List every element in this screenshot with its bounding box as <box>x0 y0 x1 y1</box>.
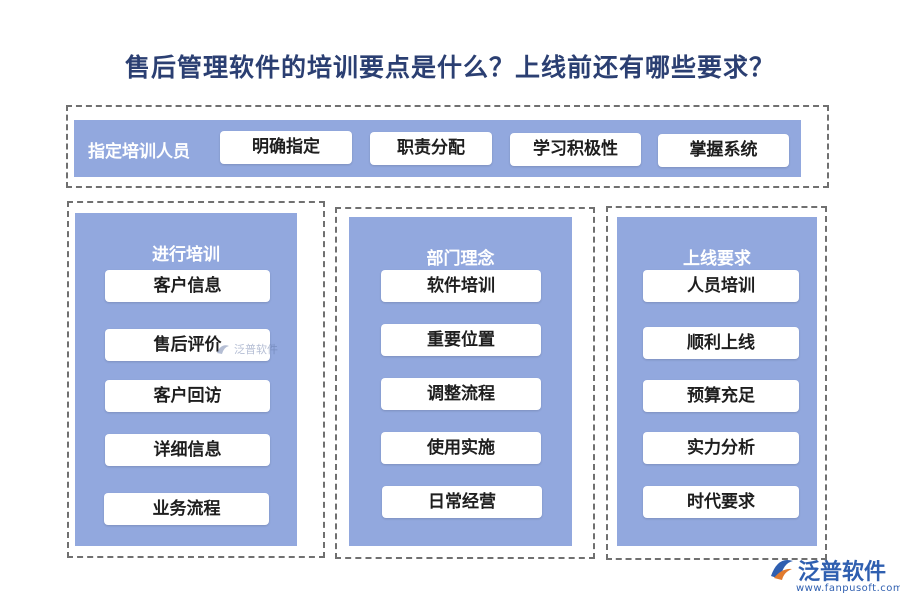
column-1-item-4: 详细信息 <box>105 434 270 466</box>
brand-mark-icon <box>217 345 229 354</box>
column-2-item-5: 日常经营 <box>382 486 542 518</box>
column-3-header: 上线要求 <box>683 249 751 269</box>
column-1-panel <box>75 213 297 546</box>
page-title: 售后管理软件的培训要点是什么？上线前还有哪些要求？ <box>124 53 775 82</box>
column-1-item-2: 售后评价 <box>105 329 270 361</box>
center-watermark: 泛普软件 <box>215 341 278 357</box>
brand-logo-icon <box>771 560 793 580</box>
top-section-frame <box>66 105 829 188</box>
column-3-item-2: 顺利上线 <box>643 327 799 359</box>
brand-logo-url: www.fanpusoft.com <box>796 583 900 594</box>
top-item-2: 职责分配 <box>370 132 492 165</box>
brand-logo: 泛普软件 www.fanpusoft.com <box>768 552 900 598</box>
column-3-item-1: 人员培训 <box>643 270 799 302</box>
column-2-frame <box>335 207 595 559</box>
column-1-item-5: 业务流程 <box>104 493 269 525</box>
column-1-item-3: 客户回访 <box>105 380 270 412</box>
column-2-item-2: 重要位置 <box>381 324 541 356</box>
brand-logo-name: 泛普软件 <box>798 560 887 585</box>
column-1-frame <box>67 201 325 558</box>
top-item-4: 掌握系统 <box>658 134 789 167</box>
column-3-frame <box>606 206 827 560</box>
top-item-3: 学习积极性 <box>510 133 641 166</box>
column-2-item-3: 调整流程 <box>381 378 541 410</box>
top-section-label: 指定培训人员 <box>88 142 190 162</box>
column-2-item-4: 使用实施 <box>381 432 541 464</box>
top-item-1: 明确指定 <box>220 131 352 164</box>
column-2-header: 部门理念 <box>426 249 495 269</box>
column-1-header: 进行培训 <box>152 245 220 265</box>
column-2-item-1: 软件培训 <box>381 270 541 302</box>
column-3-item-5: 时代要求 <box>643 486 799 518</box>
column-3-item-4: 实力分析 <box>643 432 799 464</box>
center-watermark-text: 泛普软件 <box>234 343 278 356</box>
column-1-item-1: 客户信息 <box>105 270 270 302</box>
column-3-item-3: 预算充足 <box>643 380 799 412</box>
